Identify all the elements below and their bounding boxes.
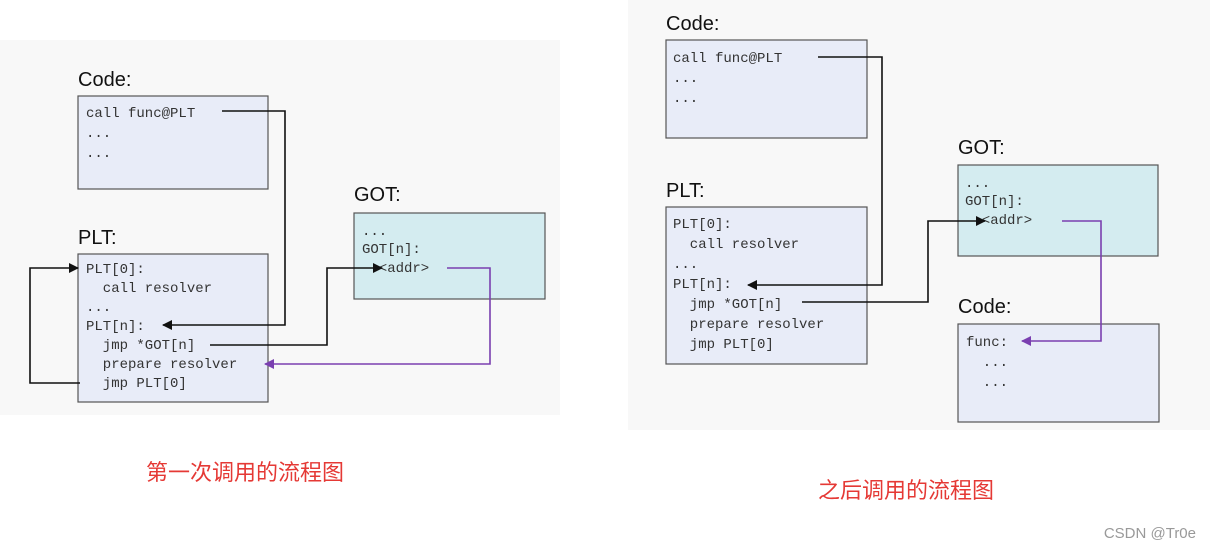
left-code-line: call func@PLT <box>86 106 195 122</box>
arrow-call-to-plt-n <box>747 56 883 290</box>
left-plt-line: jmp *GOT[n] <box>86 338 195 354</box>
right-got-label: GOT: <box>958 137 1005 159</box>
left-plt-box <box>77 253 269 403</box>
right-diagram: Code: call func@PLT ... ... PLT: PLT[0]:… <box>665 13 1160 504</box>
right-plt-line: call resolver <box>673 237 799 253</box>
right-code-label: Code: <box>666 13 719 35</box>
left-plt-label: PLT: <box>78 227 117 249</box>
arrow-jmp-got-to-addr <box>802 216 986 303</box>
left-got-line: ... <box>362 224 387 240</box>
right-got-line: ... <box>965 176 990 192</box>
right-func-code-line: ... <box>966 375 1008 391</box>
left-got-line: <addr> <box>362 261 429 277</box>
right-plt-label: PLT: <box>666 180 705 202</box>
arrow-jmp-plt0-to-plt0 <box>29 263 80 384</box>
left-plt-line: prepare resolver <box>86 357 237 373</box>
left-diagram: Code: call func@PLT ... ... PLT: PLT[0]:… <box>29 69 546 486</box>
left-plt-line: call resolver <box>86 281 212 297</box>
left-code-label: Code: <box>78 69 131 91</box>
arrow-addr-to-func <box>1021 220 1102 346</box>
right-got-box <box>957 164 1159 257</box>
right-plt-line: PLT[0]: <box>673 217 732 233</box>
right-func-code-line: ... <box>966 355 1008 371</box>
left-code-line: ... <box>86 126 111 142</box>
right-plt-line: ... <box>673 257 698 273</box>
left-plt-line: jmp PLT[0] <box>86 376 187 392</box>
right-code-line: ... <box>673 71 698 87</box>
right-code-line: call func@PLT <box>673 51 782 67</box>
right-plt-line: jmp PLT[0] <box>673 337 774 353</box>
right-func-code-line: func: <box>966 335 1008 351</box>
left-plt-line: PLT[n]: <box>86 319 145 335</box>
left-caption: 第一次调用的流程图 <box>146 461 344 486</box>
left-plt-line: PLT[0]: <box>86 262 145 278</box>
arrow-addr-to-prepare-resolver <box>264 267 491 369</box>
watermark-text: CSDN @Tr0e <box>1103 525 1196 542</box>
left-code-line: ... <box>86 146 111 162</box>
right-plt-line: PLT[n]: <box>673 277 732 293</box>
left-got-line: GOT[n]: <box>362 242 421 258</box>
right-func-code-label: Code: <box>958 296 1011 318</box>
right-plt-line: jmp *GOT[n] <box>673 297 782 313</box>
right-plt-line: prepare resolver <box>673 317 824 333</box>
left-got-box <box>353 212 546 300</box>
arrow-jmp-got-to-addr <box>210 263 383 346</box>
right-code-line: ... <box>673 91 698 107</box>
left-got-label: GOT: <box>354 184 401 206</box>
right-caption: 之后调用的流程图 <box>818 479 994 504</box>
right-got-line: GOT[n]: <box>965 194 1024 210</box>
left-plt-line: ... <box>86 300 111 316</box>
arrow-call-to-plt-n <box>162 110 286 330</box>
